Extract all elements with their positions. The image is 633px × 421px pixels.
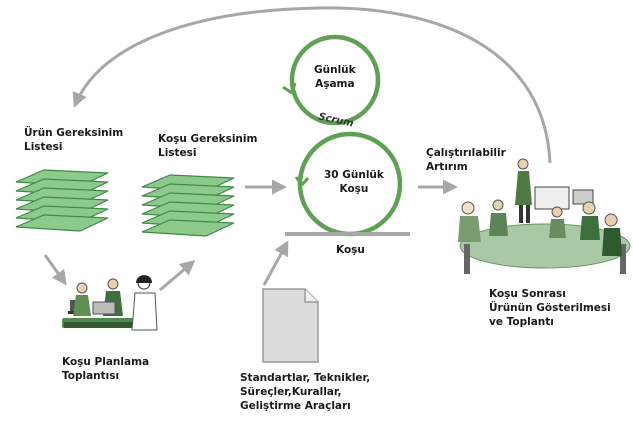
sprint-planning-line-1: Koşu Planlama	[62, 356, 150, 368]
sprint-planning-line-2: Toplantısı	[62, 370, 120, 382]
increment-line-1: Çalıştırılabilir	[426, 147, 506, 159]
sprint-backlog-label: Koşu Gereksinim Listesi	[158, 132, 257, 160]
increment-label: Çalıştırılabilir Artırım	[426, 146, 506, 174]
product-backlog-line-1: Ürün Gereksinim	[24, 127, 124, 139]
sprint-cycle-label: 30 Günlük Koşu	[324, 168, 384, 196]
standards-line-2: Süreçler,Kurallar,	[240, 386, 342, 398]
product-backlog-stack-icon	[15, 169, 109, 232]
sprint-review-line-2: Ürünün Gösterilmesi	[489, 302, 611, 314]
product-backlog-line-2: Listesi	[24, 141, 63, 153]
sprint-cycle-line-2: Koşu	[339, 183, 369, 195]
backlog-to-planning-arrow	[43, 254, 67, 286]
daily-phase-line-2: Aşama	[315, 78, 355, 90]
sprint-cycle-line-1: 30 Günlük	[324, 169, 384, 181]
standards-label: Standartlar, Teknikler, Süreçler,Kuralla…	[240, 371, 370, 413]
sprint-backlog-line-1: Koşu Gereksinim	[158, 133, 258, 145]
planning-to-sprint-backlog-arrow	[159, 260, 196, 292]
sprint-review-line-3: ve Toplantı	[489, 316, 554, 328]
document-icon	[262, 288, 319, 363]
daily-phase-line-1: Günlük	[314, 64, 356, 76]
standards-to-sprint-arrow	[262, 240, 289, 286]
sprint-review-label: Koşu Sonrası Ürünün Gösterilmesi ve Topl…	[489, 287, 611, 329]
standards-line-1: Standartlar, Teknikler,	[240, 372, 371, 384]
paper-sheet	[15, 214, 109, 232]
daily-phase-label: Günlük Aşama	[314, 63, 356, 91]
sprint-backlog-stack-icon	[141, 174, 235, 237]
paper-sheet	[141, 219, 235, 237]
standards-line-3: Geliştirme Araçları	[240, 400, 351, 412]
product-backlog-label: Ürün Gereksinim Listesi	[24, 126, 123, 154]
meeting-people-icon	[62, 275, 158, 331]
sprint-review-line-1: Koşu Sonrası	[489, 288, 566, 300]
sprint-planning-label: Koşu Planlama Toplantısı	[62, 355, 149, 383]
sprint-backlog-line-2: Listesi	[158, 147, 197, 159]
sprint-label: Koşu	[336, 244, 365, 256]
review-meeting-icon	[458, 158, 631, 274]
increment-line-2: Artırım	[426, 161, 468, 173]
feedback-arrow	[72, 6, 552, 164]
